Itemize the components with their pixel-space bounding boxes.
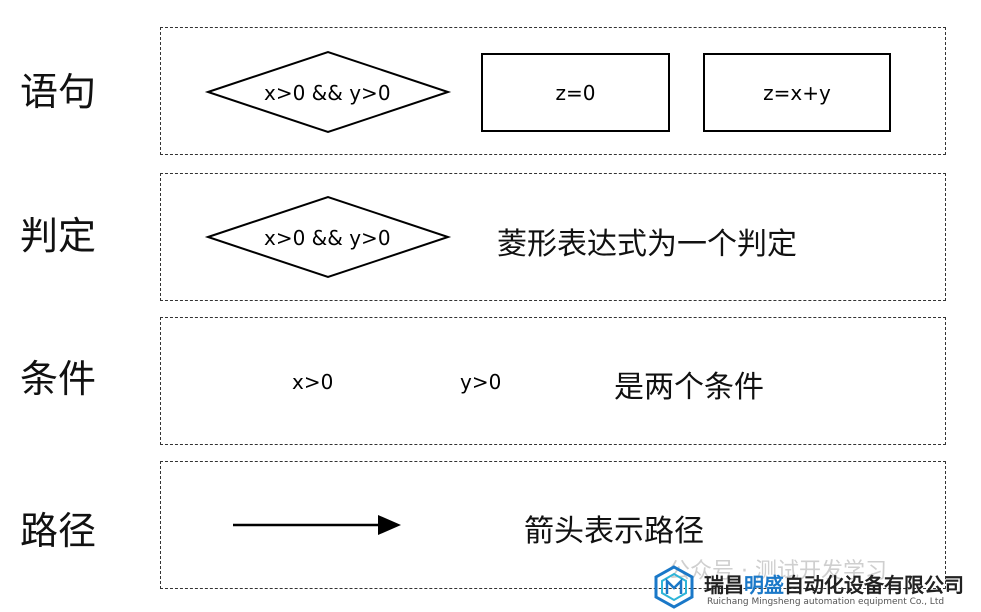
row-label-condition: 条件 (20, 357, 97, 401)
decision-diamond-text: x>0 && y>0 (264, 226, 391, 250)
row-label-decision: 判定 (20, 214, 97, 258)
statement-box-z0: z=0 (481, 53, 670, 132)
path-panel (160, 461, 946, 589)
decision-diamond (204, 195, 452, 279)
company-name-suffix: 自动化设备有限公司 (784, 573, 964, 597)
company-name-prefix: 瑞昌 (704, 573, 744, 597)
watermark-faint-text: 公众号 · 测试开发学习 (668, 559, 887, 584)
company-logo-icon (654, 565, 694, 609)
statement-diamond-text: x>0 && y>0 (264, 81, 391, 105)
statement-panel (160, 27, 946, 155)
decision-panel (160, 173, 946, 301)
company-watermark: 瑞昌明盛自动化设备有限公司 Ruichang Mingsheng automat… (652, 565, 977, 609)
path-arrow (233, 515, 401, 535)
condition-y: y>0 (460, 370, 502, 394)
condition-x: x>0 (292, 370, 334, 394)
company-name-highlight: 明盛 (744, 573, 784, 597)
condition-caption: 是两个条件 (614, 370, 764, 405)
row-label-statement: 语句 (20, 70, 97, 114)
statement-box-zxy-text: z=x+y (763, 80, 831, 105)
company-name-en: Ruichang Mingsheng automation equipment … (707, 597, 945, 607)
path-caption: 箭头表示路径 (524, 514, 704, 549)
statement-box-z0-text: z=0 (555, 80, 596, 105)
statement-diamond (204, 50, 452, 134)
decision-caption: 菱形表达式为一个判定 (497, 227, 797, 262)
statement-box-zxy: z=x+y (703, 53, 891, 132)
row-label-path: 路径 (20, 509, 97, 553)
condition-panel (160, 317, 946, 445)
company-name: 瑞昌明盛自动化设备有限公司 (704, 569, 964, 598)
